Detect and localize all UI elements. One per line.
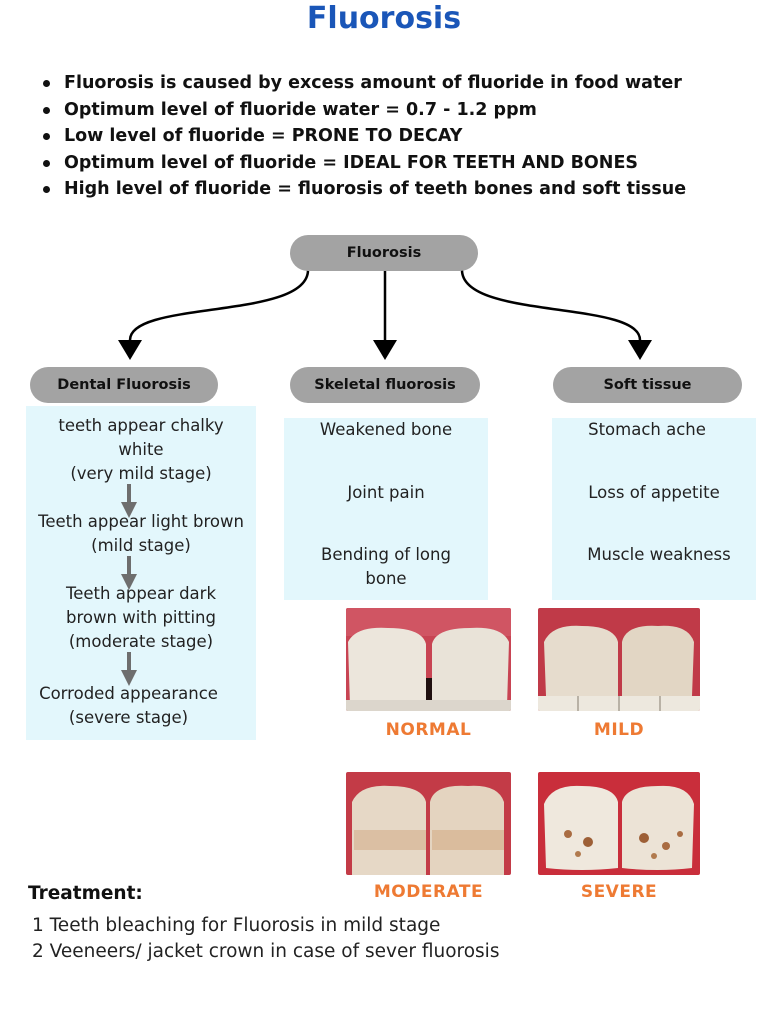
- stage-severe: Corroded appearance (severe stage): [26, 682, 231, 730]
- root-node: Fluorosis: [290, 235, 478, 271]
- soft-tissue-panel: Stomach ache Loss of appetite Muscle wea…: [552, 418, 756, 600]
- treatment-item: 2 Veeneers/ jacket crown in case of seve…: [32, 941, 500, 962]
- stage-label: (moderate stage): [68, 632, 214, 651]
- teeth-photo-moderate: [346, 772, 511, 875]
- photo-caption-normal: NORMAL: [385, 720, 472, 740]
- stage-arrow: [121, 484, 137, 518]
- photo-caption-mild: MILD: [593, 720, 645, 740]
- fact-item: High level of fluoride = fluorosis of te…: [40, 176, 740, 203]
- connector-right: [460, 269, 642, 341]
- stage-text: Corroded appearance: [39, 684, 218, 703]
- arrowhead-center: [373, 340, 397, 360]
- fact-item: Optimum level of fluoride water = 0.7 - …: [40, 97, 740, 124]
- teeth-photo-severe: [538, 772, 700, 875]
- stage-text: teeth appear chalky white: [58, 416, 224, 459]
- stage-label: (very mild stage): [70, 464, 212, 483]
- connector-left: [128, 269, 310, 341]
- skeletal-item: Weakened bone: [319, 420, 453, 439]
- fact-list: Fluorosis is caused by excess amount of …: [40, 70, 740, 203]
- stage-arrow: [121, 556, 137, 590]
- arrowhead-right: [628, 340, 652, 360]
- branch-skeletal: Skeletal fluorosis: [290, 367, 480, 403]
- stage-label: (mild stage): [91, 536, 191, 555]
- stage-text: Teeth appear dark brown with pitting: [65, 584, 217, 627]
- stage-mild: Teeth appear light brown (mild stage): [26, 510, 256, 558]
- stage-moderate: Teeth appear dark brown with pitting (mo…: [46, 582, 236, 654]
- branch-soft-tissue: Soft tissue: [553, 367, 742, 403]
- photo-caption-severe: SEVERE: [580, 882, 658, 902]
- diagram-connectors: [118, 269, 652, 360]
- stage-arrow: [121, 652, 137, 686]
- teeth-photo-mild: [538, 608, 700, 711]
- treatment-item: 1 Teeth bleaching for Fluorosis in mild …: [32, 915, 441, 936]
- fact-item: Low level of fluoride = PRONE TO DECAY: [40, 123, 740, 150]
- soft-tissue-item: Muscle weakness: [587, 545, 731, 564]
- skeletal-item: Bending of long bone: [321, 545, 451, 588]
- arrowhead-left: [118, 340, 142, 360]
- soft-tissue-item: Loss of appetite: [588, 483, 720, 502]
- page-title: Fluorosis: [306, 1, 462, 36]
- skeletal-item: Joint pain: [347, 483, 425, 502]
- stage-text: Teeth appear light brown: [38, 512, 244, 531]
- stage-very-mild: teeth appear chalky white (very mild sta…: [46, 414, 236, 486]
- dental-panel: teeth appear chalky white (very mild sta…: [26, 406, 256, 740]
- treatment-heading: Treatment:: [28, 883, 143, 904]
- branch-dental: Dental Fluorosis: [30, 367, 218, 403]
- stage-label: (severe stage): [68, 708, 189, 727]
- skeletal-panel: Weakened bone Joint pain Bending of long…: [284, 418, 488, 600]
- photo-caption-moderate: MODERATE: [373, 882, 484, 902]
- soft-tissue-item: Stomach ache: [588, 420, 706, 439]
- teeth-photo-normal: [346, 608, 511, 711]
- fact-item: Fluorosis is caused by excess amount of …: [40, 70, 740, 97]
- fact-item: Optimum level of fluoride = IDEAL FOR TE…: [40, 150, 740, 177]
